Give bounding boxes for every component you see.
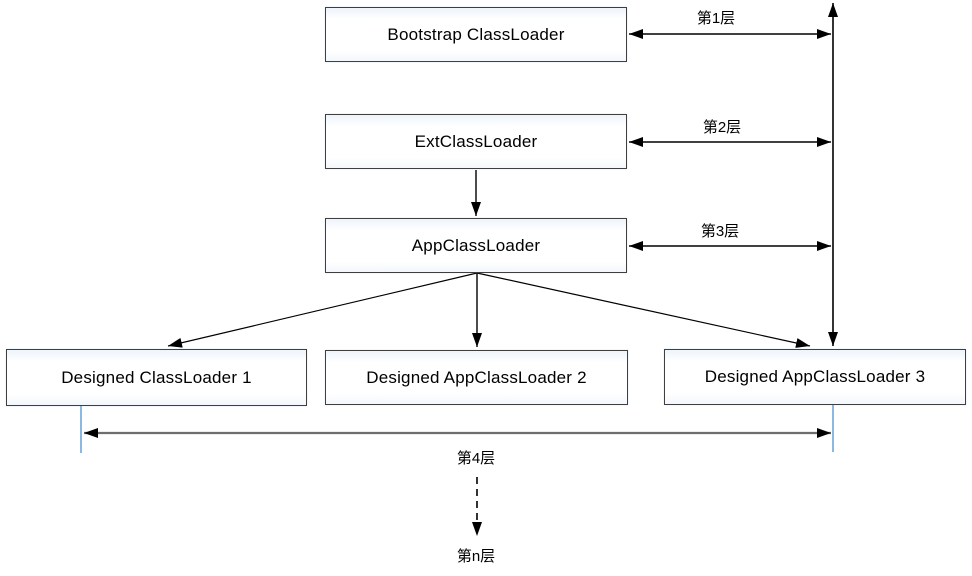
box-label: Bootstrap ClassLoader xyxy=(387,24,565,44)
box-app-classloader: AppClassLoader xyxy=(325,218,627,273)
box-label: Designed AppClassLoader 3 xyxy=(704,367,926,386)
layer-1-label: 第1层 xyxy=(696,10,736,27)
box-bootstrap-classloader: Bootstrap ClassLoader xyxy=(325,7,627,62)
box-designed-classloader-1: Designed ClassLoader 1 xyxy=(6,349,307,406)
fan-arrow-to-designed-3 xyxy=(476,272,811,348)
box-label: ExtClassLoader xyxy=(414,131,538,151)
box-designed-appclassloader-2: Designed AppClassLoader 2 xyxy=(325,350,628,405)
box-ext-classloader: ExtClassLoader xyxy=(325,114,627,169)
layer-4-label: 第4层 xyxy=(456,450,496,467)
layer-n-label: 第n层 xyxy=(456,548,496,565)
fan-arrow-to-designed-1 xyxy=(167,272,478,348)
box-label: Designed AppClassLoader 2 xyxy=(366,367,587,387)
box-label: Designed ClassLoader 1 xyxy=(61,367,252,387)
box-label: AppClassLoader xyxy=(411,235,541,255)
box-designed-appclassloader-3: Designed AppClassLoader 3 xyxy=(664,349,966,405)
layer-3-label: 第3层 xyxy=(700,223,740,240)
layer-2-label: 第2层 xyxy=(702,119,742,136)
